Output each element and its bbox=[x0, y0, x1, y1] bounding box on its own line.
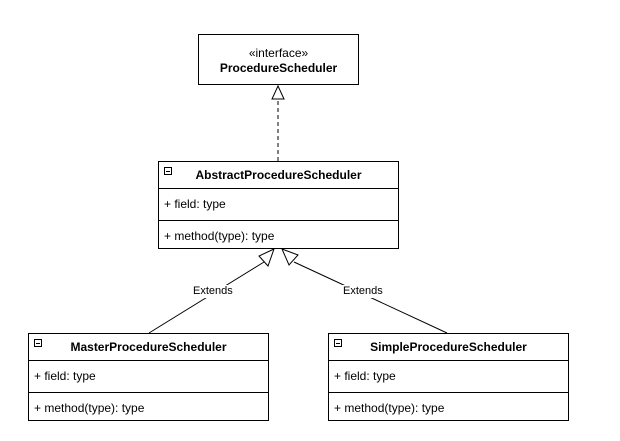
extends-arrowhead-simple bbox=[281, 248, 299, 266]
class-method: + method(type): type bbox=[164, 229, 275, 243]
realization-arrowhead bbox=[271, 84, 285, 100]
class-simple-procedure-scheduler[interactable]: SimpleProcedureScheduler + field: type +… bbox=[328, 333, 569, 421]
class-name: SimpleProcedureScheduler bbox=[370, 340, 527, 354]
class-abstract-procedure-scheduler[interactable]: AbstractProcedureScheduler + field: type… bbox=[158, 161, 399, 249]
class-name: MasterProcedureScheduler bbox=[70, 340, 227, 354]
class-field: + field: type bbox=[29, 361, 268, 393]
class-master-procedure-scheduler[interactable]: MasterProcedureScheduler + field: type +… bbox=[28, 333, 269, 421]
class-field: + field: type bbox=[159, 189, 398, 221]
class-header: SimpleProcedureScheduler bbox=[329, 334, 568, 361]
interface-stereotype: «interface» bbox=[248, 46, 309, 60]
class-field: + field: type bbox=[329, 361, 568, 393]
collapse-toggle-icon[interactable] bbox=[34, 339, 42, 347]
class-method: + method(type): type bbox=[334, 401, 445, 415]
class-method: + method(type): type bbox=[34, 401, 145, 415]
extends-label-master: Extends bbox=[192, 285, 234, 298]
interface-procedure-scheduler[interactable]: «interface» ProcedureScheduler bbox=[198, 34, 359, 85]
class-header: AbstractProcedureScheduler bbox=[159, 162, 398, 189]
interface-name: ProcedureScheduler bbox=[219, 61, 338, 75]
class-name: AbstractProcedureScheduler bbox=[195, 168, 362, 182]
extends-label-simple: Extends bbox=[342, 285, 384, 298]
class-header: MasterProcedureScheduler bbox=[29, 334, 268, 361]
extends-arrowhead-master bbox=[258, 248, 275, 267]
collapse-toggle-icon[interactable] bbox=[164, 167, 172, 175]
collapse-toggle-icon[interactable] bbox=[334, 339, 342, 347]
